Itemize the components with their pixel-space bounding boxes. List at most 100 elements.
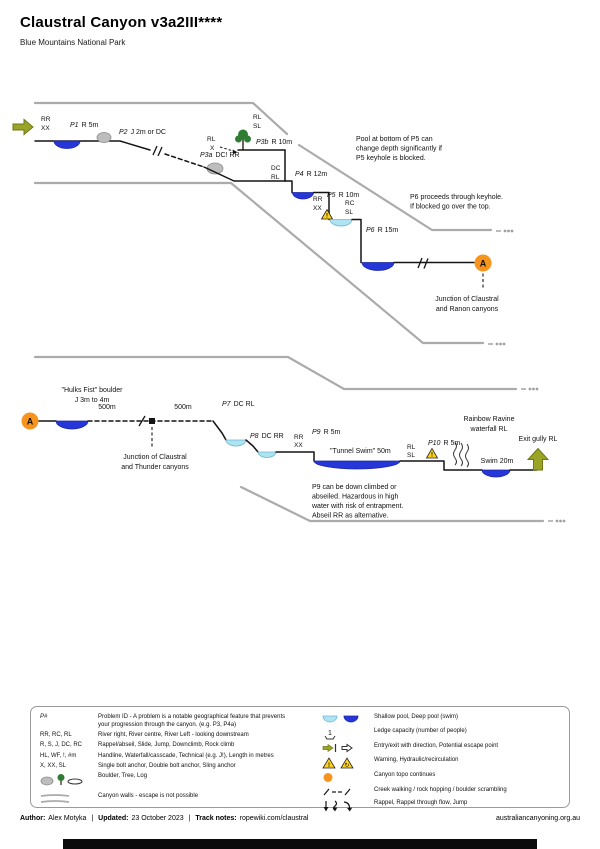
canyon-wall bbox=[239, 485, 545, 523]
p5-anchor-right-label: SL bbox=[345, 209, 353, 216]
p4-anchor-label: DC bbox=[271, 165, 281, 172]
legend-row: X, XX, SL Single bolt anchor, Double bol… bbox=[40, 763, 308, 771]
junction-note: Junction of Claustral bbox=[123, 454, 187, 461]
deep-pool bbox=[481, 469, 511, 478]
rappel-drop-p4 bbox=[284, 180, 293, 194]
legend-desc: Boulder, Tree, Log bbox=[98, 773, 148, 780]
warning-icon bbox=[425, 447, 439, 459]
p9-anchor-label: RR bbox=[294, 434, 304, 441]
deep-pool-tunnel-swim bbox=[313, 460, 401, 470]
updated-label: Updated: bbox=[98, 815, 129, 822]
legend-row: Boulder, Tree, Log bbox=[40, 773, 308, 790]
tunnel-swim-label: "Tunnel Swim" 50m bbox=[330, 448, 391, 455]
footer: Author:Alex Motyka | Updated:23 October … bbox=[20, 815, 580, 822]
p10-anchor-label: SL bbox=[407, 452, 415, 459]
rappel-drop-p6 bbox=[351, 218, 362, 264]
creek-walking-icon bbox=[322, 787, 374, 797]
legend-row: R, S, J, DC, RC Rappel/abseil, Slide, Ju… bbox=[40, 742, 308, 750]
distance-label: 500m bbox=[174, 404, 192, 411]
continuation-letter: A bbox=[27, 416, 34, 426]
note-p6: P6 proceeds through keyhole. bbox=[410, 194, 503, 201]
legend-row: RR, RC, RL River right, River centre, Ri… bbox=[40, 732, 308, 740]
boulder-tree-log-icon bbox=[40, 773, 98, 790]
deep-pool bbox=[361, 262, 395, 271]
bottom-bar bbox=[63, 839, 537, 849]
legend-desc: Creek walking / rock hopping / boulder s… bbox=[374, 786, 507, 793]
shallow-pool bbox=[225, 439, 247, 447]
canyon-wall bbox=[33, 181, 485, 345]
exit-arrow-icon bbox=[526, 447, 550, 471]
legend-term: RR, RC, RL bbox=[40, 732, 72, 739]
page-title: Claustral Canyon v3a2III**** bbox=[20, 14, 223, 31]
warning-icon bbox=[320, 208, 334, 220]
start-anchor-label: RR bbox=[41, 116, 51, 123]
topo-continues-marker bbox=[21, 412, 39, 430]
site-link[interactable]: australiancanyoning.org.au bbox=[495, 815, 580, 822]
swim-label: Swim 20m bbox=[481, 458, 514, 465]
entry-arrow-icon bbox=[12, 118, 34, 136]
note-p6: If blocked go over the top. bbox=[410, 204, 491, 211]
pools-icon bbox=[322, 714, 374, 724]
legend-desc: Handline, Waterfall/casscade, Technical … bbox=[98, 752, 274, 759]
legend-row: HL, WF, !, #m Handline, Waterfall/cassca… bbox=[40, 753, 308, 761]
footer-credits: Author:Alex Motyka | Updated:23 October … bbox=[20, 815, 311, 822]
legend-desc: Shallow pool, Deep pool (swim) bbox=[374, 714, 459, 720]
note-p5: change depth significantly if bbox=[356, 146, 442, 153]
legend: P# Problem ID - A problem is a notable g… bbox=[30, 706, 570, 812]
alternate-route-arrow bbox=[219, 146, 236, 152]
legend-desc: Entry/exit with direction, Potential esc… bbox=[374, 743, 499, 749]
section-break-slash bbox=[138, 415, 146, 427]
separator: | bbox=[91, 815, 94, 822]
p4-anchor-label: RL bbox=[271, 174, 280, 181]
author-name: Alex Motyka bbox=[48, 815, 87, 822]
svg-text:!: ! bbox=[328, 762, 330, 768]
legend-row: ! ↻ Warning, Hydraulic/recirculation bbox=[322, 757, 560, 769]
legend-desc: River right, River centre, River Left - … bbox=[98, 732, 249, 739]
track-notes-label: Track notes: bbox=[195, 815, 237, 822]
boulder-icon bbox=[96, 132, 112, 143]
section-break-slash bbox=[152, 145, 158, 156]
legend-row: Rappel, Rappel through flow, Jump bbox=[322, 800, 560, 812]
author-label: Author: bbox=[20, 815, 46, 822]
legend-row: Entry/exit with direction, Potential esc… bbox=[322, 743, 560, 753]
entry-exit-icon bbox=[322, 743, 374, 753]
rappel-drop-p5 bbox=[312, 191, 330, 221]
rainbow-ravine-note: waterfall RL bbox=[470, 426, 508, 433]
legend-row: Creek walking / rock hopping / boulder s… bbox=[322, 787, 560, 797]
note-p5: Pool at bottom of P5 can bbox=[356, 136, 433, 143]
p5-anchor-left-label: XX bbox=[313, 205, 322, 212]
hulks-fist-note: J 3m to 4m bbox=[75, 397, 110, 404]
deep-pool bbox=[53, 140, 81, 149]
updated-date: 23 October 2023 bbox=[131, 815, 184, 822]
legend-term: R, S, J, DC, RC bbox=[40, 742, 83, 749]
section-break-slash bbox=[423, 258, 429, 269]
canyon-wall bbox=[297, 143, 493, 232]
header: Claustral Canyon v3a2III**** Blue Mounta… bbox=[20, 14, 222, 47]
legend-left-column: P# Problem ID - A problem is a notable g… bbox=[40, 714, 308, 803]
legend-desc: Ledge capacity (number of people) bbox=[374, 727, 467, 734]
legend-row: Canyon topo continues bbox=[322, 772, 560, 783]
tree-icon bbox=[235, 129, 251, 150]
legend-desc: Single bolt anchor, Double bolt anchor, … bbox=[98, 762, 236, 769]
warning-glyph: ! bbox=[326, 213, 328, 219]
arrowhead bbox=[232, 149, 238, 155]
rl-x-label: X bbox=[210, 145, 215, 152]
page-subtitle: Blue Mountains National Park bbox=[20, 38, 126, 47]
track-notes-link[interactable]: ropewiki.com/claustral bbox=[239, 815, 309, 822]
rappel-arrows-icon bbox=[322, 800, 374, 812]
deep-pool bbox=[292, 192, 314, 200]
legend-right-column: Shallow pool, Deep pool (swim) 1 Ledge c… bbox=[308, 714, 560, 812]
start-anchor-label: XX bbox=[41, 125, 50, 132]
downclimb-p7 bbox=[212, 420, 227, 441]
legend-term: X, XX, SL bbox=[40, 762, 67, 769]
rl-x-label: RL bbox=[207, 136, 216, 143]
